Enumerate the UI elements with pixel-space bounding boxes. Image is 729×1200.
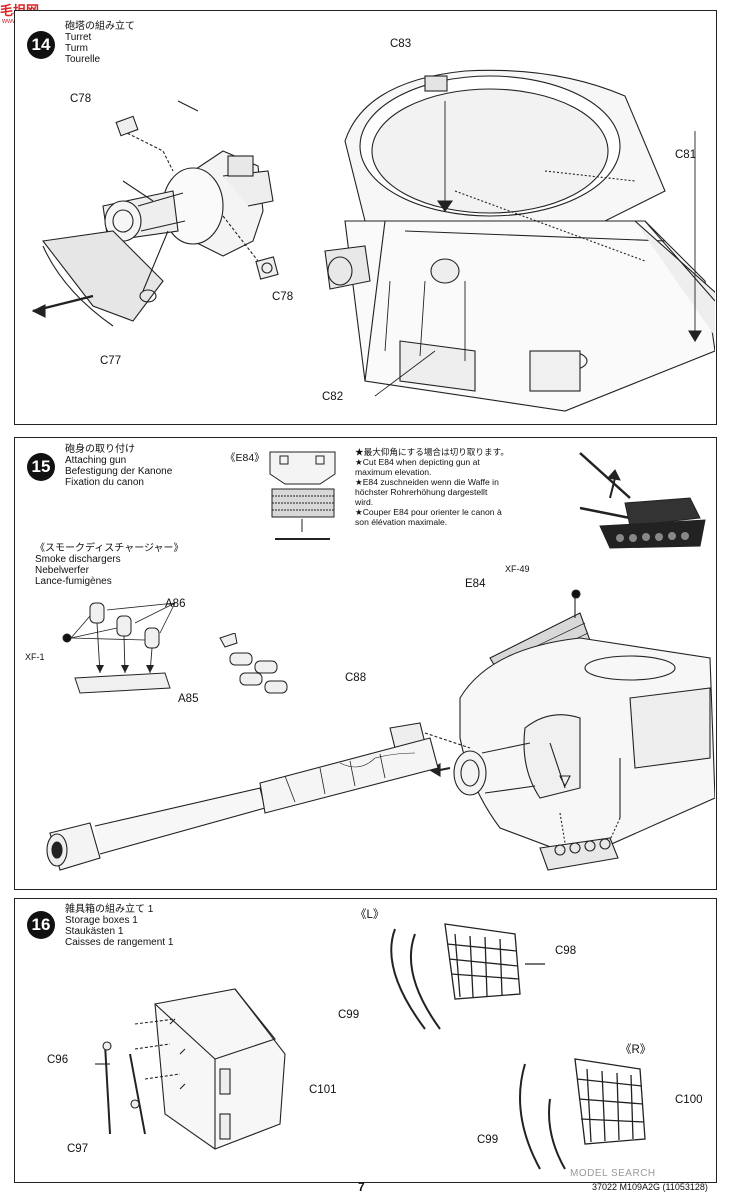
part-label-c78-bottom: C78 [272, 291, 294, 303]
step-16-title-fr: Caisses de rangement 1 [65, 937, 174, 948]
step-16-number: 16 [27, 911, 55, 939]
step-16-title-de: Staukästen 1 [65, 926, 124, 937]
storage-box-drawing [95, 988, 286, 1150]
part-label-c99-right: C99 [477, 1134, 499, 1146]
part-label-c101: C101 [309, 1084, 337, 1096]
part-label-c77: C77 [100, 355, 122, 367]
cut-note: ★最大仰角にする場合は切り取ります。 ★Cut E84 when depicti… [355, 447, 509, 527]
part-label-c83: C83 [390, 38, 412, 50]
smoke-discharger-drawing [62, 602, 176, 694]
e84-cut-inset-drawing [269, 451, 336, 540]
mantlet-assembly-drawing [31, 100, 279, 327]
part-label-c81: C81 [675, 149, 697, 161]
paint-label-xf1: XF-1 [25, 652, 45, 662]
smoke-title-en: Smoke dischargers [35, 554, 121, 565]
paint-label-xf49: XF-49 [505, 564, 530, 574]
step-14-title-de: Turm [65, 43, 88, 54]
product-code: 37022 M109A2G (11053128) [592, 1182, 708, 1192]
smoke-title-jp: 《スモークディスチャージャー》 [35, 543, 184, 554]
step-15-title-fr: Fixation du canon [65, 477, 144, 488]
part-label-c97: C97 [67, 1143, 89, 1155]
inset-label-e84: 《E84》 [225, 452, 265, 464]
step-16-title-en: Storage boxes 1 [65, 915, 138, 926]
cut-note-jp: ★最大仰角にする場合は切り取ります。 [355, 447, 509, 457]
part-label-c99-left: C99 [338, 1009, 360, 1021]
step-14-number: 14 [27, 31, 55, 59]
step-14-title-fr: Tourelle [65, 54, 101, 65]
part-label-c78-top: C78 [70, 93, 92, 105]
part-label-c82: C82 [322, 391, 344, 403]
part-label-a86: A86 [165, 598, 186, 610]
step-15-title-de: Befestigung der Kanone [65, 466, 173, 477]
step-16-title: 雑具箱の組み立て 1 Storage boxes 1 Staukästen 1 … [65, 904, 173, 948]
part-label-e84: E84 [465, 578, 486, 590]
step-14-panel: 14 砲塔の組み立て Turret Turm Tourelle [14, 10, 717, 425]
smoke-title-fr: Lance-fumigènes [35, 576, 112, 587]
step-15-title-en: Attaching gun [65, 455, 127, 466]
step-16-title-jp: 雑具箱の組み立て 1 [65, 904, 154, 915]
cut-note-fr-1: ★Couper E84 pour orienter le canon à [355, 507, 502, 517]
watermark-search: MODEL SEARCH [570, 1168, 656, 1179]
step-15-panel: 15 砲身の取り付け Attaching gun Befestigung der… [14, 437, 717, 890]
step-15-number: 15 [27, 453, 55, 481]
step-16-panel: 16 雑具箱の組み立て 1 Storage boxes 1 Staukästen… [14, 898, 717, 1183]
cut-note-de-1: ★E84 zuschneiden wenn die Waffe in [355, 477, 499, 487]
cut-note-fr-2: son élévation maximale. [355, 517, 448, 527]
cut-note-en-2: maximum elevation. [355, 467, 432, 477]
cut-note-de-2: höchster Rohrerhöhung dargestellt [355, 487, 488, 497]
frame-right-drawing [519, 1058, 646, 1170]
cut-note-en-1: ★Cut E84 when depicting gun at [355, 457, 480, 467]
smoke-title-de: Nebelwerfer [35, 565, 89, 576]
part-label-c88: C88 [345, 672, 367, 684]
part-label-c98: C98 [555, 945, 577, 957]
tank-elevation-silhouette [579, 452, 706, 549]
assembled-dischargers-drawing [219, 633, 288, 694]
variant-label-left: 《L》 [355, 909, 385, 921]
page-number: 7 [358, 1180, 365, 1194]
variant-label-right: 《R》 [620, 1044, 652, 1056]
frame-left-drawing [390, 923, 545, 1030]
part-label-a85: A85 [178, 693, 199, 705]
part-label-c100: C100 [675, 1094, 703, 1106]
smoke-dischargers-title: 《スモークディスチャージャー》 Smoke dischargers Nebelw… [35, 543, 184, 587]
gun-barrel-turret-drawing [46, 589, 715, 871]
step-15-title: 砲身の取り付け Attaching gun Befestigung der Ka… [65, 444, 172, 488]
step-14-title-en: Turret [65, 32, 92, 43]
step-15-title-jp: 砲身の取り付け [65, 444, 135, 455]
step-14-title: 砲塔の組み立て Turret Turm Tourelle [65, 21, 135, 65]
cut-note-de-3: wird. [355, 497, 374, 507]
part-label-c96: C96 [47, 1054, 69, 1066]
step-14-title-jp: 砲塔の組み立て [65, 21, 135, 32]
turret-assembly-drawing [324, 69, 715, 412]
